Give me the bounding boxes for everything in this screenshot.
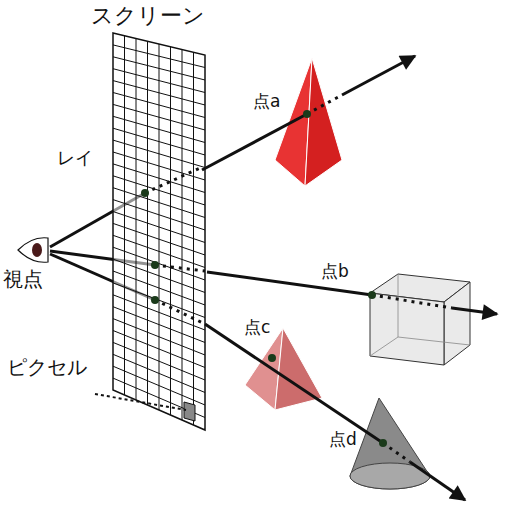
pink-pyramid: [245, 328, 322, 410]
screen-label: スクリーン: [90, 4, 206, 28]
cube: [370, 274, 470, 365]
point-label: 点b: [320, 262, 350, 281]
point-label: 点c: [243, 318, 271, 337]
pixel-label: ピクセル: [6, 356, 88, 378]
screen-grid: [113, 33, 205, 430]
red-pyramid: [275, 58, 342, 186]
point-label: 点d: [328, 430, 358, 449]
cone: [350, 398, 430, 489]
hit-points: [141, 110, 387, 447]
ray-label: レイ: [56, 148, 94, 168]
eye-icon: [18, 238, 48, 263]
rays-back: [202, 56, 497, 500]
rays-inside: [307, 95, 452, 462]
pixel-leader: [95, 394, 186, 410]
rays-hidden: [145, 168, 205, 323]
viewpoint-label: 視点: [2, 268, 44, 290]
pixel-cell: [184, 402, 195, 421]
point-label: 点a: [252, 92, 281, 111]
